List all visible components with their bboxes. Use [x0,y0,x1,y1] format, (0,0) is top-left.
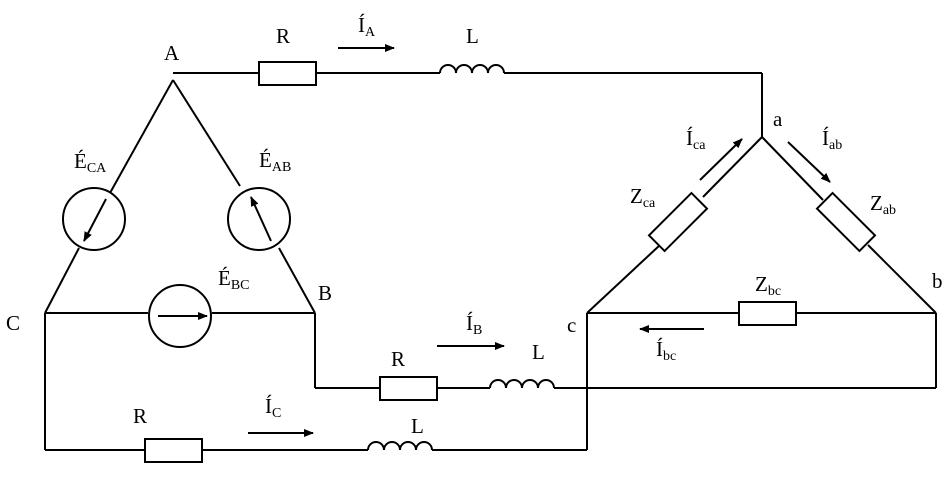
resistor-line-b [379,376,438,401]
label-ebc: ÉBC [218,266,250,293]
label-ia: ÍA [358,13,376,40]
inductor-line-c [367,441,433,451]
inductor-line-a [439,64,505,74]
label-ic: ÍC [265,394,281,421]
label-eca: ÉCA [74,149,107,176]
node-label-c: c [567,313,576,337]
source-eca [62,187,126,251]
generator-triangle [44,79,316,314]
label-zbc: Zbc [755,272,781,299]
impedance-zca [647,191,709,253]
line-b [314,313,937,401]
node-label-a: a [773,107,783,131]
label-r-line-a: R [276,24,290,48]
label-l-line-a: L [466,24,479,48]
label-eab: ÉAB [259,148,291,175]
source-ebc [148,284,212,348]
label-zab: Zab [870,191,896,218]
node-label-A: A [164,41,180,65]
label-l-line-b: L [532,340,545,364]
label-l-line-c: L [411,414,424,438]
resistor-line-c [144,438,203,463]
label-ib: ÍB [466,311,482,338]
node-label-C: C [6,311,20,335]
current-arrows [248,44,831,437]
label-r-line-c: R [133,404,147,428]
arrow-ica [699,138,743,181]
label-ica: Íca [686,126,706,153]
impedance-zbc [738,301,797,326]
label-zca: Zca [630,184,656,211]
impedance-zab [815,191,877,253]
line-c [44,313,588,463]
arrow-iab [787,141,831,183]
label-r-line-b: R [391,347,405,371]
resistor-line-a [258,61,317,86]
node-label-B: B [318,281,332,305]
label-iab: Íab [822,126,842,153]
inductor-line-b [489,379,555,389]
line-a [173,61,763,137]
node-label-b: b [932,269,943,293]
source-eab [227,187,291,251]
label-ibc: Íbc [656,337,676,364]
load-triangle [586,136,937,326]
